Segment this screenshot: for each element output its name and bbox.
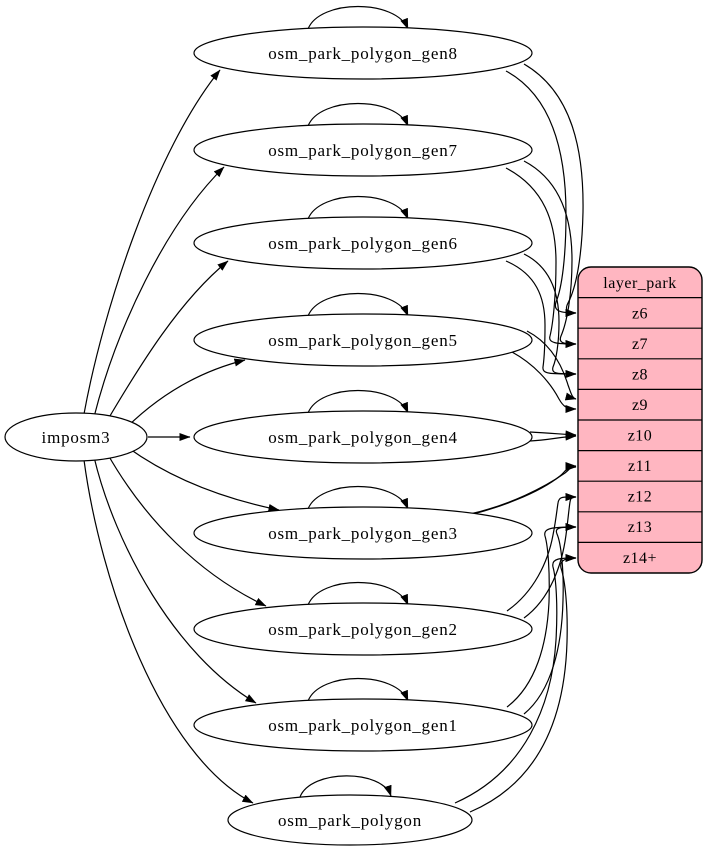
- edge-gen1-to-z13-a: [523, 523, 577, 715]
- layer-row-z9: z9: [632, 397, 648, 414]
- gen3-ellipse: [193, 506, 533, 560]
- edge-imposm3-to-polygon: [83, 459, 254, 804]
- self-loop-gen7: [307, 102, 409, 127]
- gen6-label: osm_park_polygon_gen6: [268, 234, 458, 253]
- node-imposm3: imposm3: [4, 412, 148, 462]
- self-loop-gen6: [307, 195, 409, 220]
- edge-imposm3-to-gen2: [106, 452, 267, 607]
- edge-gen6-to-z8-a: [523, 253, 577, 378]
- edge-imposm3-to-gen7: [93, 166, 225, 418]
- gen5-ellipse: [193, 313, 533, 367]
- edge-gen5-to-z9-b: [511, 351, 577, 413]
- gen8-ellipse: [193, 26, 533, 80]
- edge-gen5-to-z9-a: [526, 330, 577, 401]
- edge-gen8-to-z6-b: [505, 70, 577, 317]
- gen5-label: osm_park_polygon_gen5: [268, 331, 458, 350]
- edge-gen6-to-z8-b: [505, 260, 577, 378]
- self-loop-gen2: [307, 581, 409, 606]
- gen2-label: osm_park_polygon_gen2: [268, 620, 458, 639]
- layer-row-z7: z7: [632, 336, 648, 353]
- edge-gen4-to-z10-b: [529, 432, 577, 442]
- edge-imposm3-to-gen1: [93, 456, 257, 704]
- node-osm-park-polygon: osm_park_polygon: [227, 794, 473, 846]
- layer-row-z11: z11: [628, 458, 652, 475]
- imposm3-label: imposm3: [42, 428, 111, 447]
- gen6-ellipse: [193, 216, 533, 270]
- edge-polygon-to-z14-b: [469, 554, 577, 813]
- polygon-ellipse: [227, 794, 473, 846]
- self-loop-gen4: [307, 389, 409, 414]
- node-osm-park-polygon-gen3: osm_park_polygon_gen3: [193, 506, 533, 560]
- layer-park-title: layer_park: [603, 275, 676, 292]
- imposm3-ellipse: [4, 412, 148, 462]
- edge-gen1-to-z13-b: [506, 523, 577, 708]
- edge-imposm3-to-gen3: [126, 446, 280, 512]
- edge-imposm3-to-gen5: [126, 358, 246, 428]
- edge-gen3-to-z11-b: [451, 463, 577, 520]
- edge-gen3-to-z11-a: [469, 462, 577, 515]
- node-osm-park-polygon-gen8: osm_park_polygon_gen8: [193, 26, 533, 80]
- edge-layer: [83, 5, 584, 813]
- gen1-ellipse: [193, 698, 533, 752]
- layer-row-z8: z8: [632, 367, 648, 384]
- node-osm-park-polygon-gen1: osm_park_polygon_gen1: [193, 698, 533, 752]
- self-loop-gen8: [307, 5, 409, 30]
- edge-imposm3-to-gen6: [106, 260, 229, 422]
- node-osm-park-polygon-gen5: osm_park_polygon_gen5: [193, 313, 533, 367]
- edge-gen4-to-z10-a: [529, 430, 577, 439]
- node-layer-park: layer_park z6 z7 z8 z9 z10 z11 z12 z13 z…: [577, 266, 703, 574]
- layer-row-z6: z6: [632, 306, 648, 323]
- node-osm-park-polygon-gen7: osm_park_polygon_gen7: [193, 123, 533, 177]
- gen3-label: osm_park_polygon_gen3: [268, 524, 458, 543]
- gen8-label: osm_park_polygon_gen8: [268, 44, 458, 63]
- edge-imposm3-to-gen8: [83, 69, 221, 415]
- layer-row-z14: z14+: [623, 550, 657, 567]
- gen7-ellipse: [193, 123, 533, 177]
- edge-gen7-to-z7-a: [523, 160, 577, 348]
- edge-gen2-to-z12-a: [523, 492, 577, 619]
- layer-row-z10: z10: [628, 428, 653, 445]
- layer-row-z13: z13: [628, 519, 653, 536]
- self-loop-gen5: [307, 292, 409, 317]
- self-loop-gen1: [307, 677, 409, 702]
- gen7-label: osm_park_polygon_gen7: [268, 141, 458, 160]
- self-loop-polygon: [299, 775, 392, 798]
- gen4-label: osm_park_polygon_gen4: [268, 428, 458, 447]
- gen1-label: osm_park_polygon_gen1: [268, 716, 458, 735]
- node-osm-park-polygon-gen4: osm_park_polygon_gen4: [193, 410, 533, 464]
- polygon-label: osm_park_polygon: [278, 811, 422, 830]
- gen2-ellipse: [193, 602, 533, 656]
- edge-gen2-to-z12-b: [506, 492, 577, 612]
- self-loop-gen3: [307, 485, 409, 510]
- gen4-ellipse: [193, 410, 533, 464]
- layer-row-z12: z12: [628, 489, 653, 506]
- edge-polygon-to-z14-a: [454, 554, 577, 804]
- node-osm-park-polygon-gen2: osm_park_polygon_gen2: [193, 602, 533, 656]
- node-osm-park-polygon-gen6: osm_park_polygon_gen6: [193, 216, 533, 270]
